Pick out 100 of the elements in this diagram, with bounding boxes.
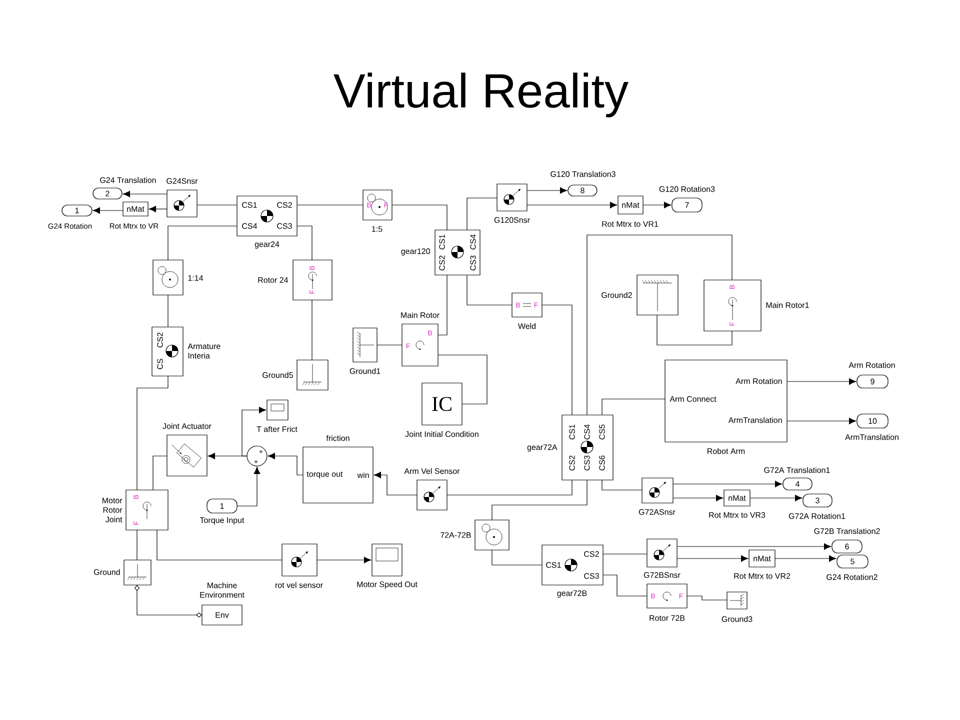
block-label: rot vel sensor xyxy=(276,582,323,588)
initial-condition-block: IC xyxy=(422,382,462,426)
connector-line xyxy=(602,398,666,416)
arrow xyxy=(316,556,372,564)
block-label: G120 Translation3 xyxy=(550,171,616,177)
block-label: G72A Rotation1 xyxy=(788,513,846,519)
block-label: gear24 xyxy=(254,241,280,249)
outport-block: 5 xyxy=(836,554,868,568)
connector-line xyxy=(656,314,732,346)
block-label: Ground3 xyxy=(722,616,752,622)
block-label: Main Rotor xyxy=(401,312,440,318)
block-label: Rot Mtrx to VR2 xyxy=(734,573,790,579)
connector-line xyxy=(602,574,648,596)
block-label: gear72A xyxy=(527,444,558,452)
node-label: CS2 xyxy=(569,456,575,470)
block-label: G24 Translation xyxy=(100,177,156,183)
block-label: Machine Environment xyxy=(200,582,244,598)
block-label: Rotor 24 xyxy=(258,277,288,283)
connector-line xyxy=(492,550,542,566)
arrow xyxy=(92,207,124,214)
block-label: Arm Rotation xyxy=(848,362,895,368)
outport-block: 7 xyxy=(672,198,702,212)
node-label: CS3 xyxy=(584,456,590,470)
arrow xyxy=(672,494,724,502)
connector-line xyxy=(492,480,588,520)
arrow xyxy=(672,480,782,488)
arrow xyxy=(374,472,418,496)
block-label: 1:14 xyxy=(188,275,204,281)
connector-line xyxy=(466,274,512,306)
connector-line xyxy=(136,376,168,490)
body-block: CS2 CS xyxy=(152,326,184,376)
block-label: Ground xyxy=(94,569,120,575)
block-label: G24Snsr xyxy=(166,178,198,184)
node-label: CS1 xyxy=(569,424,575,440)
arrow xyxy=(750,494,802,502)
outport-block: 1 xyxy=(206,498,238,514)
connector-line xyxy=(376,344,402,346)
connector-line xyxy=(196,204,238,206)
block-label: Ground5 xyxy=(262,372,293,378)
block-label: Motor Rotor Joint xyxy=(102,498,122,522)
arrow xyxy=(242,406,266,456)
node-label: CS5 xyxy=(599,424,605,440)
block-label: G24 Rotation2 xyxy=(826,574,878,580)
outport-block: 1 xyxy=(62,204,92,216)
arrow xyxy=(122,190,168,198)
block-label: 1:5 xyxy=(372,226,382,232)
block-label: G72B Translation2 xyxy=(814,528,880,534)
connector-line xyxy=(438,274,448,336)
converter-block: nMat xyxy=(748,550,776,568)
connector-line xyxy=(152,456,168,490)
block-label: Rot Mtrx to VR3 xyxy=(709,512,766,518)
arrow xyxy=(786,378,856,385)
block-label: G72BSnsr xyxy=(644,572,680,578)
connector-line xyxy=(446,480,572,496)
node-label: CS3 xyxy=(277,223,292,229)
arrow xyxy=(786,418,856,424)
node-label: CS1 xyxy=(242,202,257,208)
block-label: Rot Mtrx to VR1 xyxy=(602,221,658,227)
outport-block: 8 xyxy=(568,184,598,196)
arrow xyxy=(774,555,836,562)
block-label: gear120 xyxy=(401,248,430,256)
block-label: gear72B xyxy=(557,590,587,598)
block-label: Rotor 72B xyxy=(650,615,685,621)
subsystem-block: torque out win xyxy=(302,446,374,504)
block-label: friction xyxy=(326,435,350,441)
block-label: T after Frict xyxy=(256,426,298,432)
block-label: G120 Rotation3 xyxy=(659,186,715,192)
connector-line xyxy=(136,530,138,560)
connector-line xyxy=(466,198,498,230)
connector-line xyxy=(392,204,448,230)
block-label: Joint Actuator xyxy=(162,423,212,429)
block-label: ArmTranslation xyxy=(845,434,898,440)
arrow xyxy=(642,202,672,208)
node-label: CS2 xyxy=(277,202,292,208)
outport-block: 9 xyxy=(856,374,888,388)
connector-line xyxy=(156,530,282,560)
outport-block: 6 xyxy=(832,540,862,554)
block-label: Ground1 xyxy=(350,368,380,374)
converter-block: nMat xyxy=(724,490,750,506)
outport-block: 2 xyxy=(92,188,122,200)
connector-line xyxy=(438,354,488,404)
body-block: CS1 CS4 CS5 CS2 CS3 CS6 xyxy=(562,414,614,480)
node-label: CS4 xyxy=(242,223,258,229)
outport-block: 3 xyxy=(802,494,832,508)
title: Virtual Reality xyxy=(334,72,628,118)
connector-line xyxy=(168,226,238,260)
subsystem-block: Arm Rotation Arm Connect ArmTranslation xyxy=(664,360,788,442)
block-label: Torque Input xyxy=(200,517,244,525)
arrow xyxy=(236,466,260,506)
block-label: Motor Speed Out xyxy=(357,581,418,589)
arrow xyxy=(526,187,568,194)
outport-block: 10 xyxy=(856,414,888,428)
body-block: CS1 CS2 CS4 CS3 xyxy=(434,230,480,276)
connector-line xyxy=(296,226,312,260)
block-label: Robot Arm xyxy=(708,448,745,454)
block-label: Joint Initial Condition xyxy=(405,431,478,437)
arrow xyxy=(676,543,832,550)
subsystem-block: Env xyxy=(202,604,242,626)
block-label: Main Rotor1 xyxy=(766,302,809,308)
block-label: G120Snsr xyxy=(494,217,530,223)
